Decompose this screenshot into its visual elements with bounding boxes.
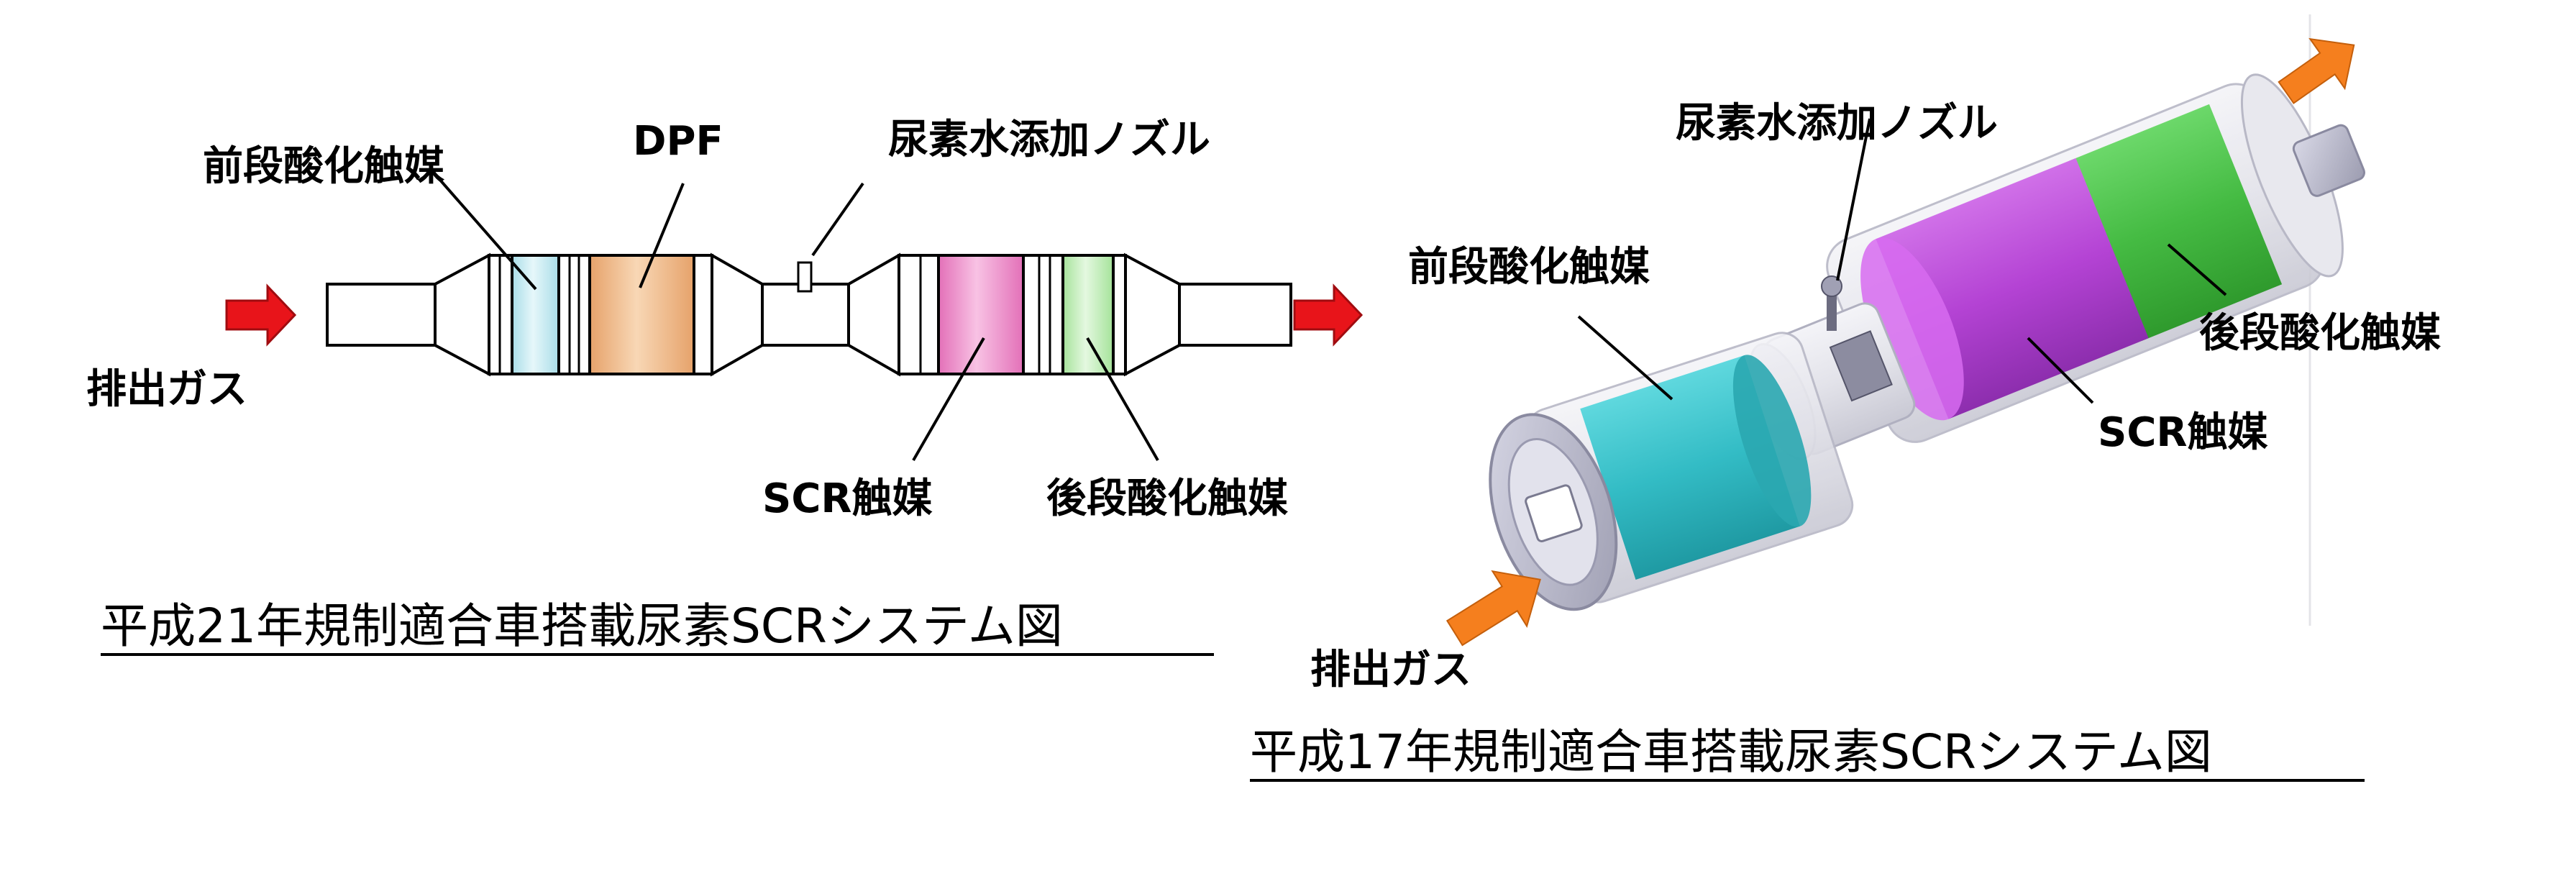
label-urea-nozzle: 尿素水添加ノズル (888, 117, 1210, 163)
label-exhaust-3d: 排出ガス (1310, 647, 1471, 693)
label-pre-oxidation: 前段酸化触媒 (203, 143, 445, 190)
mid-pipe (761, 283, 850, 347)
leader-scr-3d (2027, 337, 2094, 404)
label-post-oxidation: 後段酸化触媒 (1046, 475, 1289, 522)
inlet-cone (434, 252, 490, 377)
inlet-arrow-orange (1445, 570, 1541, 647)
dpf-block (588, 254, 695, 375)
outlet-arrow-orange (2278, 37, 2355, 104)
inlet-arrow-red (225, 283, 297, 347)
outlet-arrow-red (1293, 283, 1364, 347)
outlet-cone (1124, 252, 1181, 377)
caption-h17: 平成17年規制適合車搭載尿素SCRシステム図 (1250, 724, 2212, 780)
post-oxidation-catalyst-block (1061, 254, 1115, 375)
caption-h21: 平成21年規制適合車搭載尿素SCRシステム図 (101, 598, 1063, 654)
mid-cone-left (711, 252, 764, 377)
label-scr: SCR触媒 (762, 475, 933, 522)
leader-urea-nozzle (811, 182, 864, 257)
label-urea-nozzle-3d: 尿素水添加ノズル (1676, 100, 1998, 147)
leader-post-oxidation (1086, 337, 1159, 461)
front-canister-3d (1489, 332, 1854, 611)
leader-pre-oxidation-3d (1577, 315, 1673, 401)
label-post-oxidation-3d: 後段酸化触媒 (2199, 310, 2442, 357)
inlet-pipe (326, 283, 437, 347)
outlet-pipe (1178, 283, 1292, 347)
pre-oxidation-catalyst-block (511, 254, 560, 375)
scr-catalyst-block (937, 254, 1025, 375)
label-dpf: DPF (633, 118, 723, 165)
leader-post-oxidation-3d (2167, 243, 2227, 296)
label-scr-3d: SCR触媒 (2098, 409, 2269, 456)
urea-nozzle (797, 261, 813, 293)
left-diagram: 前段酸化触媒 DPF 尿素水添加ノズル 排出ガス SCR触媒 後段酸化触媒 平成… (86, 117, 1364, 656)
leader-pre-oxidation (437, 177, 537, 291)
leader-scr (912, 337, 985, 461)
leader-urea-nozzle-3d (1836, 118, 1871, 281)
mid-cone-right (847, 252, 900, 377)
label-pre-oxidation-3d: 前段酸化触媒 (1408, 244, 1650, 291)
leader-dpf (639, 183, 685, 288)
rear-canister-3d (1826, 73, 2365, 443)
urea-nozzle-3d (1821, 275, 1842, 331)
right-diagram: 尿素水添加ノズル 前段酸化触媒 後段酸化触媒 SCR触媒 排出ガス 平成17年規… (1250, 14, 2442, 782)
label-exhaust: 排出ガス (86, 366, 247, 413)
